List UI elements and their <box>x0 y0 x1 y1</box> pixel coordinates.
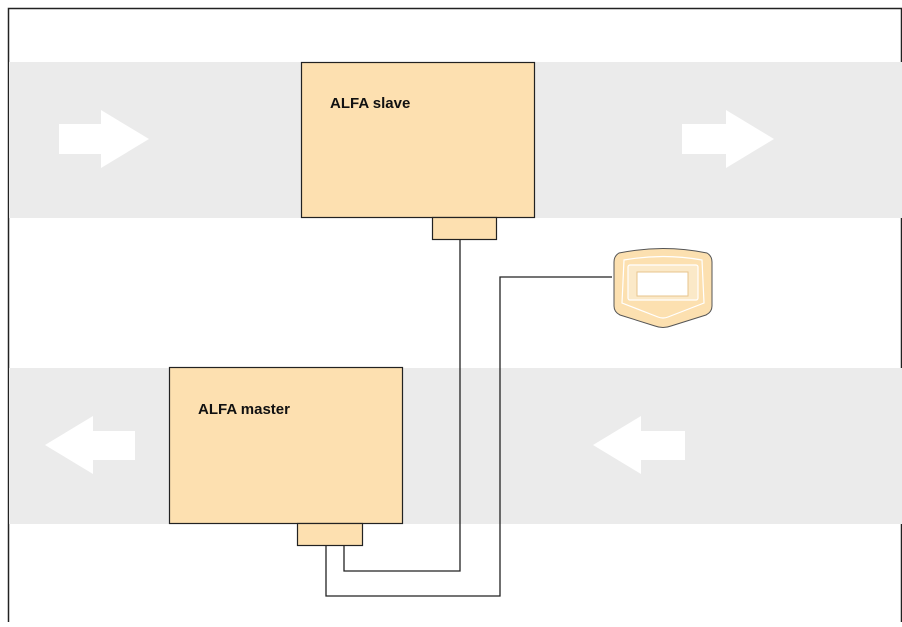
arrow-right-icon <box>59 110 149 168</box>
device-screen-inner <box>636 271 689 297</box>
slave-to-master-wire <box>343 239 461 572</box>
alfa-slave-unit[interactable]: ALFA slave <box>300 61 536 241</box>
handheld-display-icon[interactable] <box>613 248 713 328</box>
alfa-master-label: ALFA master <box>198 401 290 418</box>
alfa-slave-connector <box>431 216 498 241</box>
alfa-slave-label: ALFA slave <box>330 95 410 112</box>
alfa-master-box <box>168 366 404 525</box>
arrow-left-icon <box>45 416 135 474</box>
lower-lane <box>9 368 902 524</box>
alfa-master-connector <box>296 522 364 547</box>
alfa-slave-box <box>300 61 536 219</box>
device-to-master-wire <box>325 276 612 597</box>
arrow-right-icon <box>682 110 774 168</box>
arrow-left-icon <box>593 416 685 474</box>
device-inner-outline <box>621 255 705 319</box>
alfa-master-unit[interactable]: ALFA master <box>168 366 404 547</box>
